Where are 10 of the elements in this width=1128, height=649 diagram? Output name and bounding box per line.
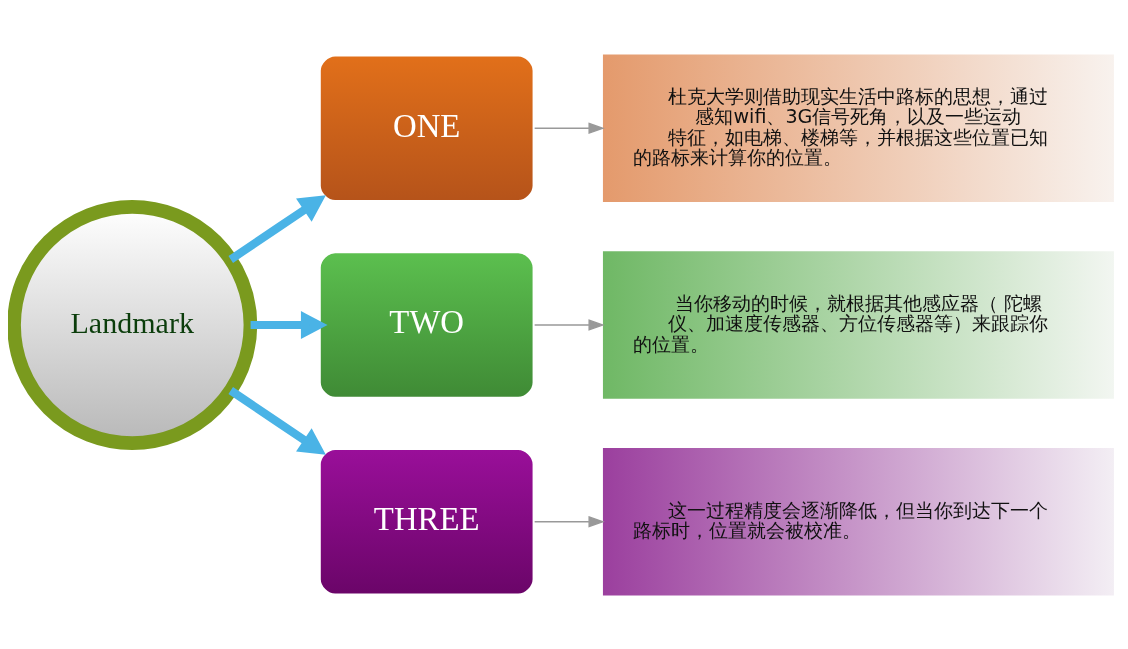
arrow bbox=[533, 122, 605, 134]
arrow bbox=[533, 515, 605, 527]
node-box: 这一过程精度会逐渐降低，但当你到达下一个路标时，位置就会被校准。 bbox=[602, 447, 1114, 596]
node-circle: Landmark bbox=[8, 199, 258, 450]
arrow bbox=[228, 386, 326, 455]
arrow bbox=[228, 194, 326, 263]
node-box: 当你移动的时候，就根据其他感应器（ 陀螺仪、加速度传感器、方位传感器等）来跟踪你的位置。 bbox=[602, 250, 1114, 399]
arrow bbox=[250, 310, 328, 339]
node-box: 杜克大学则借助现实生活中路标的思想，通过感知wifi、3G信号死角，以及一些运动特征，如电梯、楼梯等，并根据这些位置已知的路标来计算你的位置。 bbox=[602, 53, 1114, 202]
arrow bbox=[533, 318, 605, 331]
